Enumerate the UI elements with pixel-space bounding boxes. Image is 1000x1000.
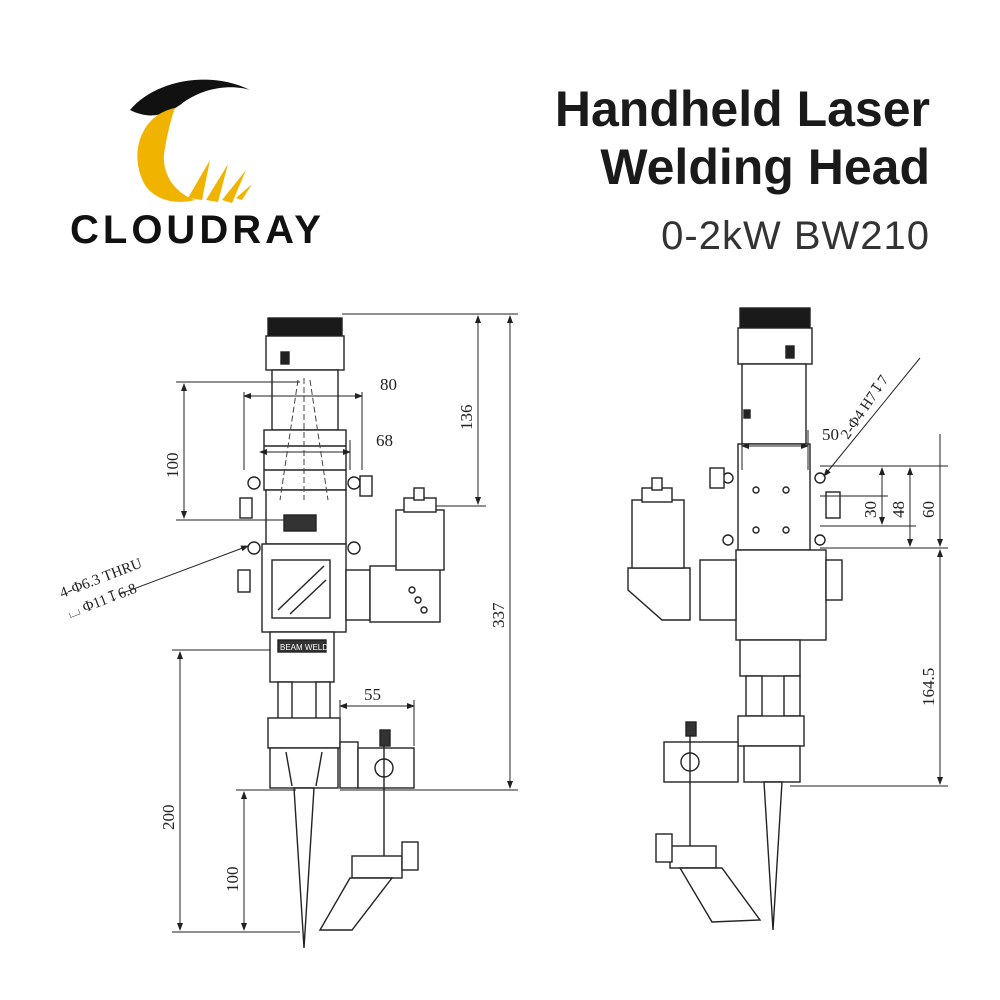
- front-collimator-tube: [271, 369, 339, 431]
- dim-136: 136: [457, 405, 476, 431]
- side-dimensions: [741, 357, 948, 787]
- front-nozzle: [293, 787, 315, 949]
- dim-100-upper: 100: [163, 453, 182, 479]
- dim-30: 30: [861, 501, 880, 518]
- dim-60: 60: [919, 501, 938, 518]
- dim-200: 200: [159, 805, 178, 831]
- logo-gold-crescent: [137, 108, 195, 202]
- front-view: [237, 317, 445, 949]
- title-line-1: Handheld Laser: [554, 81, 930, 137]
- dim-55: 55: [364, 685, 381, 704]
- side-port: [627, 567, 691, 621]
- side-mount-plate: [737, 443, 811, 551]
- dim-80: 80: [380, 375, 397, 394]
- side-dimension-labels: 50 30 48 60 164.5 2-Φ4 H7↧7 BEAM WELD: [280, 372, 938, 706]
- page-title: Handheld Laser Welding Head: [555, 80, 930, 196]
- front-side-port: [369, 565, 441, 623]
- dim-50: 50: [822, 425, 839, 444]
- dim-68: 68: [376, 431, 393, 450]
- logo-rays: [188, 160, 252, 203]
- dim-337: 337: [489, 602, 508, 628]
- dim-164-5: 164.5: [919, 668, 938, 706]
- logo-black-arc: [130, 79, 250, 116]
- front-label-plate-text: BEAM WELD: [280, 643, 328, 652]
- front-main-body: [261, 543, 347, 633]
- cloudray-logo: [130, 79, 252, 203]
- side-main-body: [735, 549, 827, 641]
- side-collimator-tube: [741, 363, 807, 445]
- brand-name: CLOUDRAY: [70, 208, 325, 252]
- side-nozzle: [763, 781, 783, 931]
- front-dimensions: [119, 313, 518, 933]
- title-line-2: Welding Head: [600, 139, 930, 195]
- front-cap: [267, 317, 343, 339]
- side-hole-note: 2-Φ4 H7↧7: [838, 372, 892, 442]
- dim-100-tip: 100: [223, 867, 242, 893]
- side-cap: [739, 307, 811, 331]
- side-view: [627, 307, 843, 931]
- model-subtitle: 0-2kW BW210: [661, 214, 930, 258]
- dim-48: 48: [889, 501, 908, 518]
